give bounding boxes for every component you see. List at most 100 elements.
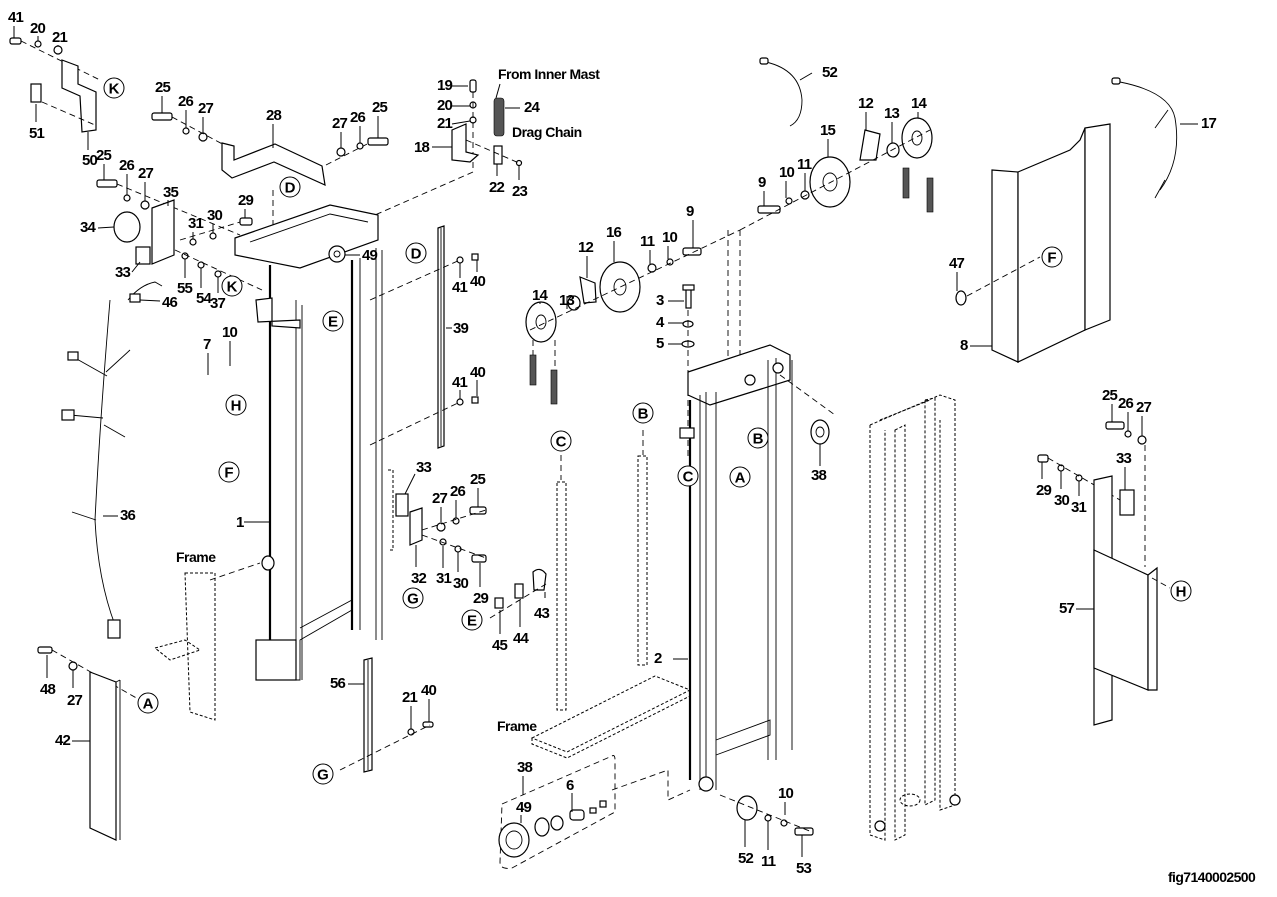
callout-number: 27 [138, 165, 154, 182]
callout-number: 22 [489, 179, 505, 196]
callout-number: 38 [517, 759, 533, 776]
reference-marker-c: C [677, 465, 699, 487]
rails [339, 225, 479, 773]
hidden-mast-right [869, 394, 961, 841]
callout-24: 24 [505, 99, 541, 116]
ring-13 [567, 295, 581, 311]
callout-number: 11 [761, 853, 776, 870]
reference-circle [405, 242, 427, 264]
encoder-group [96, 179, 263, 303]
callout-number: 27 [1136, 399, 1152, 416]
callout-43: 43 [534, 592, 550, 622]
reference-circle [322, 310, 344, 332]
callout-51: 51 [29, 104, 45, 142]
callout-30: 30 [453, 552, 469, 592]
reference-letter: G [317, 767, 329, 784]
roller-assembly-38 [498, 755, 814, 869]
callout-37: 37 [210, 277, 226, 312]
callout-number: 21 [52, 29, 68, 46]
callout-10: 10 [662, 229, 678, 259]
callout-number: 15 [820, 122, 836, 139]
leader-line [97, 226, 115, 229]
callout-47: 47 [949, 255, 965, 291]
reference-letter: C [556, 434, 567, 451]
callout-14: 14 [911, 95, 928, 118]
callout-number: 35 [163, 184, 179, 201]
callout-38: 38 [517, 759, 533, 795]
reference-letter: A [143, 696, 154, 713]
reference-letter: B [753, 431, 764, 448]
reference-circle [677, 465, 699, 487]
callout-33: 33 [115, 261, 141, 281]
callout-41: 41 [452, 374, 468, 399]
callout-number: 29 [473, 590, 489, 607]
callout-18: 18 [414, 139, 452, 156]
callout-number: 47 [949, 255, 965, 272]
bracket-12 [859, 129, 881, 161]
callout-number: 7 [203, 336, 211, 353]
clip-22 [493, 145, 503, 165]
callout-49: 49 [345, 247, 378, 264]
knob-47 [955, 290, 967, 306]
callout-50: 50 [82, 132, 98, 169]
sensor-33 [135, 246, 151, 265]
callout-number: 11 [797, 156, 812, 173]
bracket-50-group [9, 37, 101, 133]
reference-letter: E [467, 613, 477, 630]
callout-number: 32 [411, 570, 427, 587]
leader-line [139, 299, 161, 302]
sensor-33 [1119, 489, 1135, 516]
callout-number: 28 [266, 107, 282, 124]
callout-number: 12 [858, 95, 874, 112]
callout-25: 25 [372, 99, 388, 138]
callout-34: 34 [80, 219, 115, 236]
callout-number: 19 [437, 77, 453, 94]
callout-56: 56 [330, 675, 364, 692]
note-frame-2: Frame [497, 718, 537, 734]
callout-number: 57 [1059, 600, 1075, 617]
callout-number: 11 [640, 233, 655, 250]
rod-b [637, 455, 648, 666]
reference-circle [1170, 580, 1192, 602]
reference-circle [632, 402, 654, 424]
roller-49 [498, 822, 530, 858]
callout-number: 40 [470, 273, 486, 290]
callout-55: 55 [177, 259, 193, 297]
plate-45 [494, 597, 504, 609]
callout-number: 3 [656, 292, 664, 309]
callout-13: 13 [884, 105, 900, 143]
callout-number: 26 [119, 157, 135, 174]
callout-31: 31 [188, 215, 204, 239]
callout-49: 49 [516, 799, 532, 823]
bolt-25 [151, 112, 173, 121]
callout-number: 52 [822, 64, 838, 81]
callout-number: 14 [911, 95, 928, 112]
reference-marker-f: F [218, 461, 240, 483]
callout-number: 26 [350, 109, 366, 126]
callout-11: 11 [797, 156, 813, 191]
callout-number: 21 [402, 689, 418, 706]
callout-31: 31 [436, 546, 452, 587]
callout-number: 23 [512, 183, 528, 200]
callout-number: 45 [492, 637, 508, 654]
callout-27: 27 [432, 490, 448, 522]
drag-chain-group [374, 79, 523, 216]
reference-marker-d: D [279, 176, 301, 198]
callout-number: 12 [578, 239, 594, 256]
reference-letter: A [735, 470, 746, 487]
callout-number: 2 [654, 650, 662, 667]
reference-circle [137, 692, 159, 714]
callout-10: 10 [778, 785, 794, 815]
callout-32: 32 [411, 545, 427, 587]
inner-mast-2 [679, 230, 836, 792]
reference-circle [225, 394, 247, 416]
callout-number: 29 [1036, 482, 1052, 499]
bracket-28 [221, 142, 326, 187]
callout-number: 8 [960, 337, 968, 354]
callout-25: 25 [96, 147, 112, 180]
cable-52 [765, 61, 803, 127]
note-frame-1: Frame [176, 549, 216, 565]
callout-number: 51 [29, 125, 45, 142]
